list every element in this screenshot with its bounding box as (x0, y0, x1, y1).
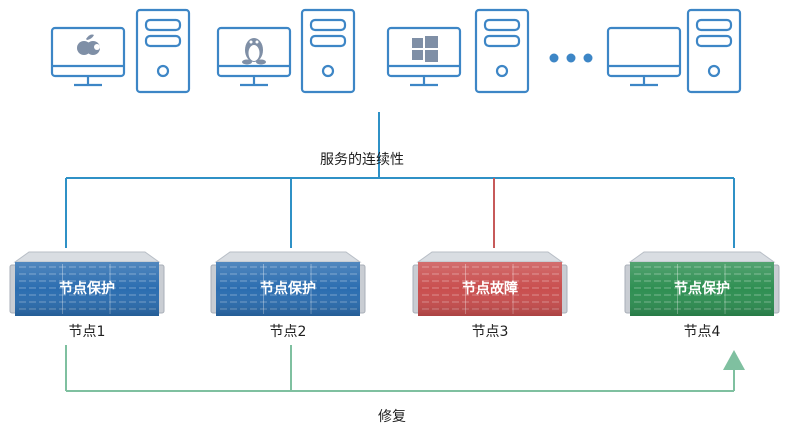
server-status-label: 节点故障 (462, 280, 518, 297)
tower-icon (300, 8, 356, 94)
server-lid (416, 251, 564, 263)
repair-label: 修复 (378, 408, 406, 425)
client-mac (50, 8, 191, 94)
server-sheen (216, 262, 360, 316)
continuity-label: 服务的连续性 (320, 151, 404, 168)
apple-icon (77, 34, 100, 55)
node-name-label: 节点1 (69, 324, 106, 340)
three-dots-icon (549, 53, 593, 63)
client-devices (50, 8, 742, 94)
node-name-label: 节点3 (472, 324, 509, 340)
client-linux (216, 8, 356, 94)
repair-arrow-icon (723, 350, 745, 370)
linux-icon (242, 38, 266, 65)
server-lid (628, 251, 776, 263)
windows-icon (412, 36, 438, 62)
server-status-label: 节点保护 (59, 280, 115, 297)
server-sheen (630, 262, 774, 316)
server-status-label: 节点保护 (260, 280, 316, 297)
monitor-icon (216, 26, 292, 87)
tower-icon (686, 8, 742, 94)
service-connections (65, 112, 735, 248)
server-status-label: 节点保护 (674, 280, 730, 297)
node-name-label: 节点2 (270, 324, 307, 340)
monitor-icon (386, 26, 462, 87)
client-generic (606, 8, 742, 94)
client-windows (386, 8, 530, 94)
server-lid (13, 251, 161, 263)
server-lid (214, 251, 362, 263)
repair-path (65, 345, 735, 392)
tower-icon (135, 8, 191, 94)
tower-icon (474, 8, 530, 94)
node-name-label: 节点4 (684, 324, 721, 340)
monitor-icon (606, 26, 682, 87)
monitor-icon (50, 26, 126, 87)
server-sheen (418, 262, 562, 316)
server-sheen (15, 262, 159, 316)
